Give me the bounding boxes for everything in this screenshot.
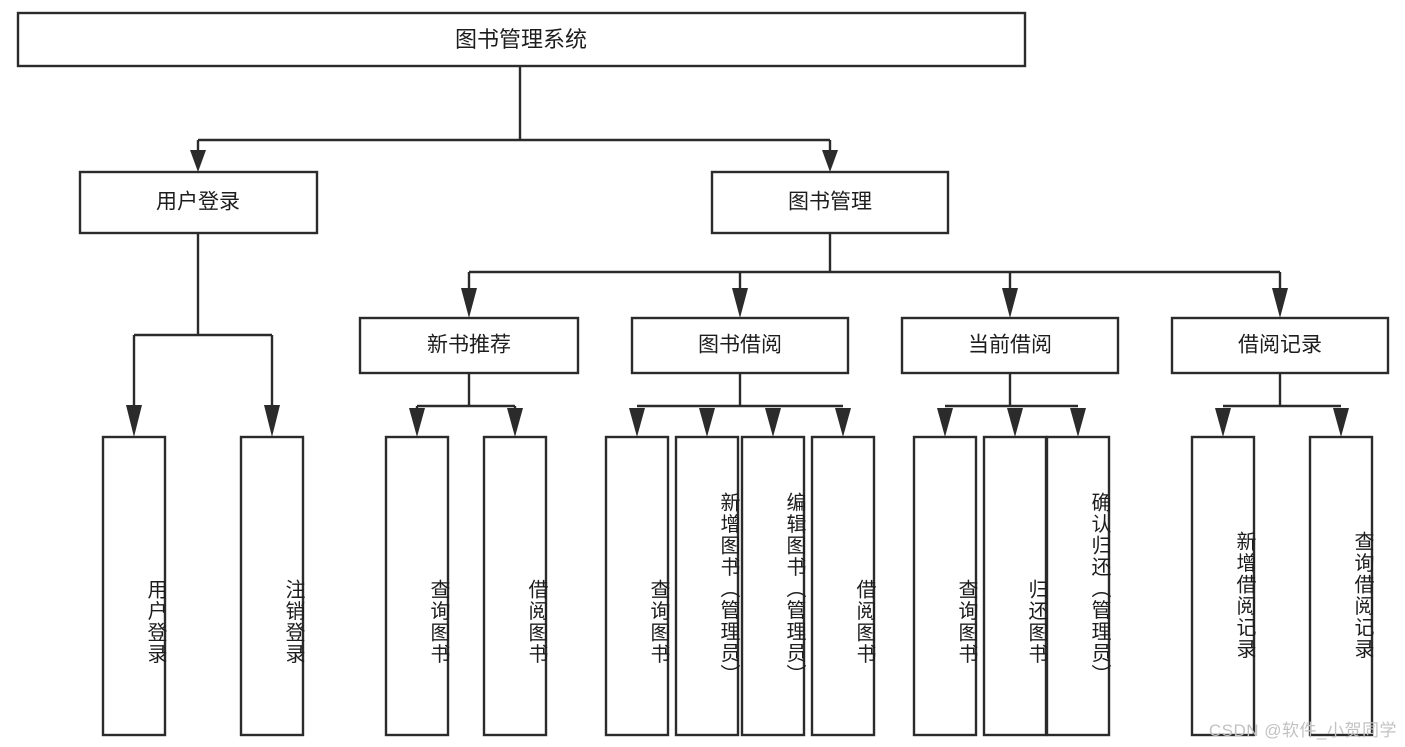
node-borrow-record[interactable]: 借阅记录 [1170,316,1390,375]
arrow-to-leaf-query-record [1333,408,1349,437]
node-current-borrow-box[interactable] [900,316,1120,375]
node-borrow-record-label: 借阅记录 [1238,334,1322,357]
watermark-label: CSDN @软件_小贺同学 [1208,721,1397,740]
node-book-borrow-box[interactable] [630,316,850,375]
node-current-borrow[interactable]: 当前借阅 [900,316,1120,375]
arrow-to-book-manage [822,150,838,172]
node-leaf-return-book-box[interactable] [982,435,1048,737]
node-user-login[interactable]: 用户登录 [78,170,319,235]
node-leaf-confirm-return-box[interactable] [1045,435,1111,737]
arrow-to-leaf-edit-book [765,408,781,437]
arrow-to-user-login [190,150,206,172]
node-leaf-query-record-box[interactable] [1308,435,1374,737]
node-leaf-user-login-box[interactable] [101,435,167,737]
arrow-to-leaf-add-book [699,408,715,437]
node-book-manage-box[interactable] [710,170,950,235]
node-leaf-user-logout-box[interactable] [239,435,305,737]
node-book-manage[interactable]: 图书管理 [710,170,950,235]
arrow-to-leaf-user-logout [264,405,280,437]
node-new-book-recommend-label: 新书推荐 [427,334,511,357]
node-leaf-borrow-book-1-box[interactable] [482,435,548,737]
arrow-to-new-book-recommend [461,288,477,318]
node-root[interactable]: 图书管理系统 [16,11,1027,68]
arrow-to-leaf-query-book-1 [409,408,425,437]
node-user-login-label: 用户登录 [156,191,240,214]
node-new-book-recommend[interactable]: 新书推荐 [358,316,580,375]
node-book-borrow-label: 图书借阅 [698,334,782,357]
node-borrow-record-box[interactable] [1170,316,1390,375]
node-leaf-add-book-box[interactable] [674,435,740,737]
node-book-borrow[interactable]: 图书借阅 [630,316,850,375]
node-leaf-query-book-2-box[interactable] [604,435,670,737]
arrow-to-leaf-query-book-2 [629,408,645,437]
leaf-boxes-group [101,435,1374,737]
arrow-to-leaf-user-login [126,405,142,437]
arrow-to-book-borrow [732,288,748,318]
arrow-to-leaf-return-book [1007,408,1023,437]
arrow-to-leaf-borrow-book-2 [835,408,851,437]
arrow-to-current-borrow [1002,288,1018,318]
node-leaf-edit-book-box[interactable] [740,435,806,737]
node-current-borrow-label: 当前借阅 [968,334,1052,357]
arrow-to-leaf-query-book-3 [937,408,953,437]
node-user-login-box[interactable] [78,170,319,235]
connector-group [126,66,1349,437]
node-root-label: 图书管理系统 [455,27,587,52]
node-leaf-borrow-book-2-box[interactable] [810,435,876,737]
node-leaf-add-record-box[interactable] [1190,435,1256,737]
arrow-to-leaf-confirm-return [1070,408,1086,437]
node-leaf-query-book-1-box[interactable] [384,435,450,737]
node-new-book-recommend-box[interactable] [358,316,580,375]
arrow-to-borrow-record [1272,288,1288,318]
node-book-manage-label: 图书管理 [788,191,872,214]
node-leaf-query-book-3-box[interactable] [912,435,978,737]
arrow-to-leaf-borrow-book-1 [507,408,523,437]
arrow-to-leaf-add-record [1215,408,1231,437]
node-root-box[interactable] [16,11,1027,68]
